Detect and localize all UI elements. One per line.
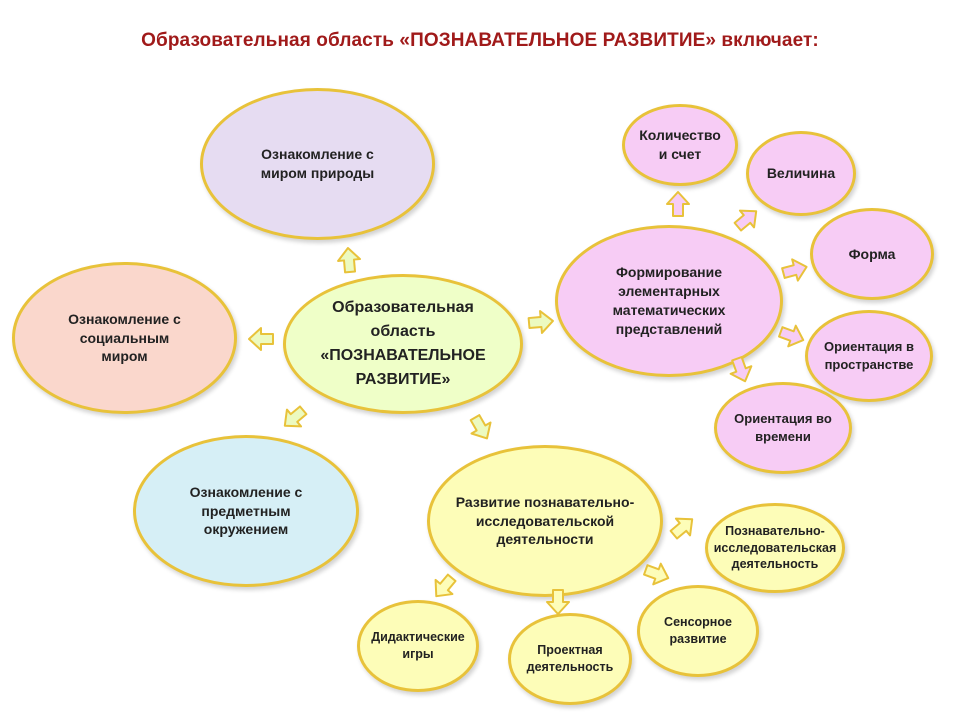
arrow-to-social-icon <box>248 327 274 351</box>
arrow-to-space-icon <box>778 324 805 348</box>
node-math-size-label: Величина <box>766 165 836 182</box>
node-math-time-label: Ориентация во времени <box>734 411 832 444</box>
node-social: Ознакомление с социальным миром <box>12 262 237 414</box>
arrow-to-nature-icon <box>337 247 361 274</box>
node-math-shape-label: Форма <box>848 245 896 262</box>
node-research-project-label: Проектная деятельность <box>526 643 614 674</box>
arrow-to-size-icon <box>733 209 758 232</box>
node-nature: Ознакомление с миром природы <box>200 88 435 240</box>
arrow-to-sensory-icon <box>643 562 670 586</box>
node-math-size: Величина <box>746 131 856 216</box>
arrow-to-shape-icon <box>781 258 808 282</box>
arrow-to-research-icon <box>469 414 492 440</box>
node-math-label: Формирование элементарных математических… <box>612 264 726 337</box>
node-math: Формирование элементарных математических… <box>555 225 783 377</box>
arrow-to-research-activity-icon <box>669 517 694 540</box>
node-math-space: Ориентация в пространстве <box>805 310 933 402</box>
node-objects: Ознакомление с предметным окружением <box>133 435 359 587</box>
node-math-time: Ориентация во времени <box>714 382 852 474</box>
arrow-to-time-icon <box>729 356 753 383</box>
node-research: Развитие познавательно- исследовательско… <box>427 445 663 597</box>
node-social-label: Ознакомление с социальным миром <box>68 310 181 365</box>
arrow-to-quantity-icon <box>666 191 690 217</box>
node-math-shape: Форма <box>810 208 934 300</box>
node-objects-label: Ознакомление с предметным окружением <box>189 483 303 538</box>
arrow-to-math-icon <box>527 310 554 334</box>
node-center: Образовательная область «ПОЗНАВАТЕЛЬНОЕ … <box>283 274 523 414</box>
arrow-to-project-icon <box>546 589 570 615</box>
node-research-activity: Познавательно- исследовательская деятель… <box>705 503 845 593</box>
page-title: Образовательная область «ПОЗНАВАТЕЛЬНОЕ … <box>141 30 819 51</box>
node-research-games: Дидактические игры <box>357 600 479 692</box>
node-research-sensory: Сенсорное развитие <box>637 585 759 677</box>
node-math-space-label: Ориентация в пространстве <box>824 339 914 372</box>
node-research-games-label: Дидактические игры <box>371 630 465 661</box>
node-nature-label: Ознакомление с миром природы <box>260 146 375 181</box>
arrow-to-objects-icon <box>283 405 308 428</box>
node-research-activity-label: Познавательно- исследовательская деятель… <box>713 523 837 572</box>
node-research-sensory-label: Сенсорное развитие <box>664 615 732 646</box>
arrow-to-games-icon <box>434 573 457 598</box>
node-math-quantity: Количество и счет <box>622 104 738 186</box>
node-math-quantity-label: Количество и счет <box>639 127 721 162</box>
node-center-label: Образовательная область «ПОЗНАВАТЕЛЬНОЕ … <box>320 299 486 388</box>
node-research-label: Развитие познавательно- исследовательско… <box>455 493 635 548</box>
node-research-project: Проектная деятельность <box>508 613 632 705</box>
